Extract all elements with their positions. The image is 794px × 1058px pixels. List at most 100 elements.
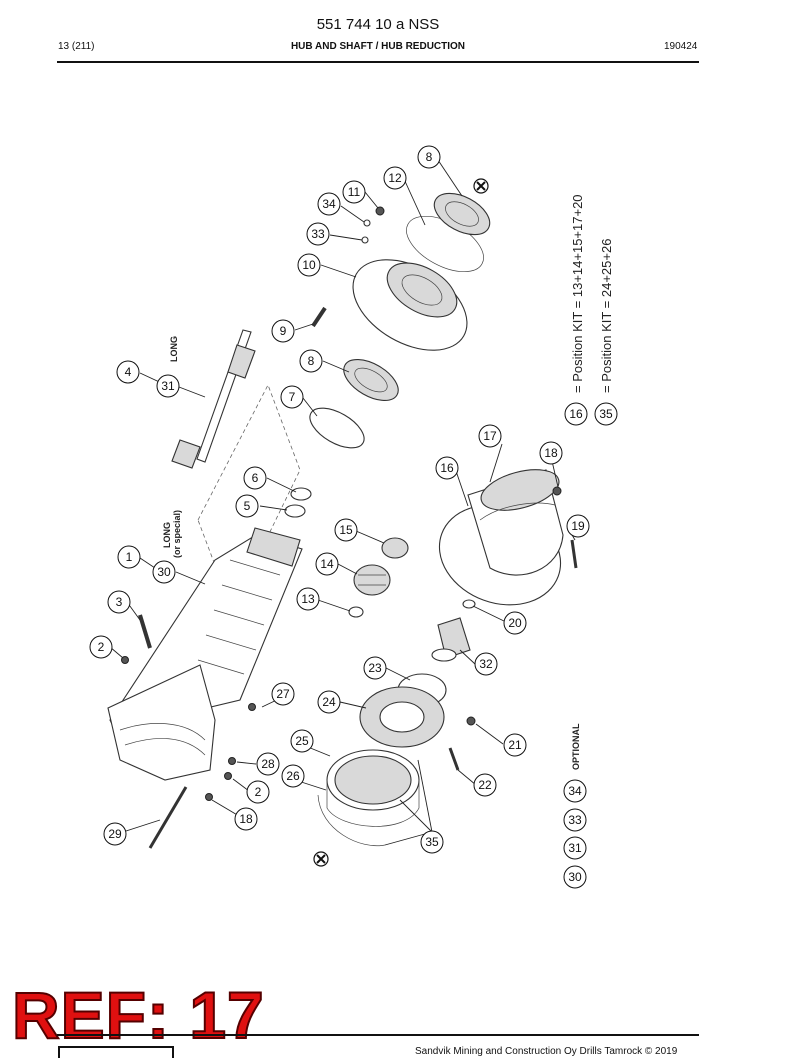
callout-20: 20 — [503, 611, 527, 635]
callout-10: 10 — [297, 253, 321, 277]
callouts: 8 12 11 34 33 10 9 8 7 4 31 6 5 15 14 13… — [89, 145, 618, 889]
svg-text:3: 3 — [116, 595, 123, 609]
callout-29: 29 — [103, 822, 127, 846]
svg-text:31: 31 — [161, 379, 175, 393]
screw-22 — [448, 747, 460, 771]
svg-text:5: 5 — [244, 499, 251, 513]
nut-28 — [228, 757, 236, 765]
reduction-housing — [438, 469, 564, 606]
callout-27: 27 — [271, 682, 295, 706]
callout-33: 33 — [306, 222, 330, 246]
svg-text:14: 14 — [320, 557, 334, 571]
header-rule — [57, 61, 699, 63]
planet-gear-14 — [353, 564, 391, 596]
svg-text:18: 18 — [544, 446, 558, 460]
svg-text:34: 34 — [322, 197, 336, 211]
kit-35-text: = Position KIT = 24+25+26 — [599, 239, 614, 393]
washer-2-lower — [224, 772, 232, 780]
upper-shaft — [171, 329, 256, 469]
nut-18-lower — [205, 793, 213, 801]
svg-text:12: 12 — [388, 171, 402, 185]
svg-text:30: 30 — [157, 565, 171, 579]
callout-1: 1 — [117, 545, 141, 569]
callout-8b: 8 — [299, 349, 323, 373]
svg-text:8: 8 — [426, 150, 433, 164]
callout-28: 28 — [256, 752, 280, 776]
callout-3: 3 — [107, 590, 131, 614]
footer-copyright: Sandvik Mining and Construction Oy Drill… — [415, 1046, 678, 1057]
svg-text:24: 24 — [322, 695, 336, 709]
svg-text:1: 1 — [126, 550, 133, 564]
x-marker-bottom — [313, 851, 329, 867]
callout-32: 32 — [474, 652, 498, 676]
seal-7 — [309, 407, 365, 449]
section-title: HUB AND SHAFT / HUB REDUCTION — [290, 41, 466, 52]
svg-text:30: 30 — [568, 870, 582, 884]
kit-16-text: = Position KIT = 13+14+15+17+20 — [570, 194, 585, 393]
svg-text:25: 25 — [295, 734, 309, 748]
sun-gear-15 — [381, 537, 409, 559]
svg-text:35: 35 — [599, 407, 613, 421]
callout-18: 18 — [539, 441, 563, 465]
callout-2b: 2 — [246, 780, 270, 804]
date-code: 190424 — [664, 41, 698, 52]
svg-text:17: 17 — [483, 429, 497, 443]
label-optional: OPTIONAL — [571, 723, 581, 770]
label-long-special: LONG — [162, 522, 172, 548]
kit-16-callout: 16 — [564, 402, 588, 426]
svg-text:2: 2 — [255, 785, 262, 799]
ring-5 — [284, 504, 306, 518]
callout-22: 22 — [473, 773, 497, 797]
svg-text:26: 26 — [286, 769, 300, 783]
callout-11: 11 — [342, 180, 366, 204]
svg-text:19: 19 — [571, 519, 585, 533]
callout-31: 31 — [156, 374, 180, 398]
optional-callout-31: 31 — [563, 836, 587, 860]
svg-text:16: 16 — [569, 407, 583, 421]
callout-25: 25 — [290, 729, 314, 753]
plug-27 — [248, 703, 256, 711]
spline-shaft-32 — [431, 617, 471, 662]
washer-20 — [462, 599, 476, 609]
callout-26: 26 — [281, 764, 305, 788]
callout-9: 9 — [271, 319, 295, 343]
svg-text:35: 35 — [425, 835, 439, 849]
svg-text:31: 31 — [568, 841, 582, 855]
seal-6 — [290, 487, 312, 501]
plug-11 — [375, 206, 385, 216]
svg-text:32: 32 — [479, 657, 493, 671]
internal-ring-25 — [326, 749, 420, 827]
callout-35: 35 — [420, 830, 444, 854]
optional-callout-30: 30 — [563, 865, 587, 889]
svg-text:33: 33 — [311, 227, 325, 241]
plug-21 — [466, 716, 476, 726]
callout-18b: 18 — [234, 807, 258, 831]
callout-4: 4 — [116, 360, 140, 384]
svg-text:23: 23 — [368, 661, 382, 675]
optional-callout-33: 33 — [563, 808, 587, 832]
svg-text:27: 27 — [276, 687, 290, 701]
callout-34: 34 — [317, 192, 341, 216]
footer-rule — [57, 1034, 699, 1036]
callout-16: 16 — [435, 456, 459, 480]
stud-29 — [148, 786, 188, 849]
callout-19: 19 — [566, 514, 590, 538]
bearing-8-upper — [433, 192, 491, 236]
screw-19 — [570, 539, 578, 569]
callout-30: 30 — [152, 560, 176, 584]
svg-text:21: 21 — [508, 738, 522, 752]
svg-text:22: 22 — [478, 778, 492, 792]
bearing-8-lower — [343, 359, 399, 401]
doc-number: 551 744 10 a NSS — [316, 16, 440, 33]
callout-23: 23 — [363, 656, 387, 680]
callout-14: 14 — [315, 552, 339, 576]
footer-logo — [58, 1046, 174, 1058]
ring-gear-24 — [359, 686, 445, 748]
seal-33 — [361, 236, 369, 244]
svg-text:4: 4 — [125, 365, 132, 379]
page-number: 13 (211) — [58, 41, 95, 52]
svg-text:28: 28 — [261, 757, 275, 771]
optional-callout-34: 34 — [563, 779, 587, 803]
callout-24: 24 — [317, 690, 341, 714]
svg-text:34: 34 — [568, 784, 582, 798]
